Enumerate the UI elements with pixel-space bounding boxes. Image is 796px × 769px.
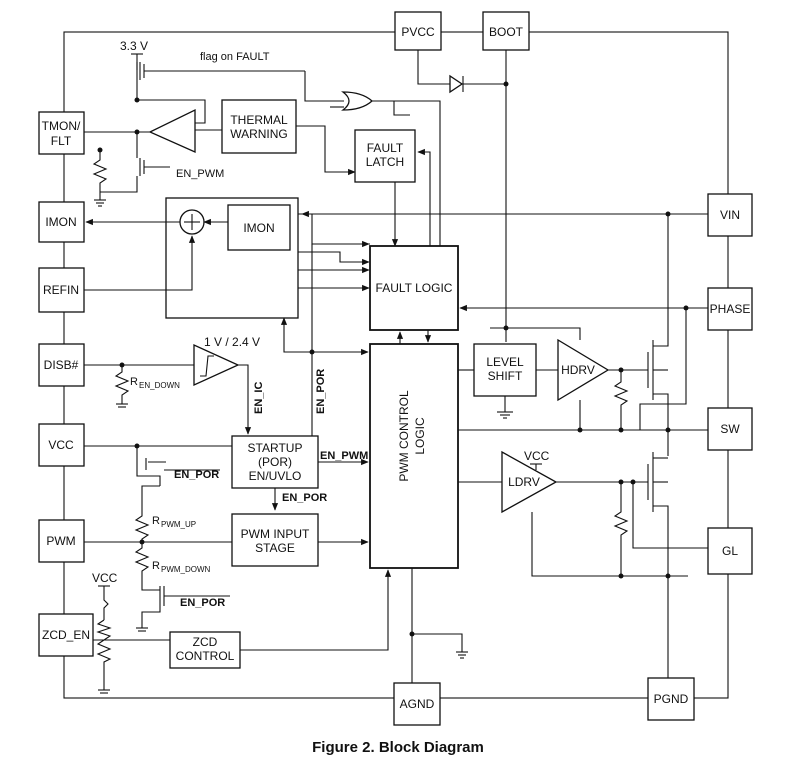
svg-text:EN_POR: EN_POR <box>174 469 219 481</box>
svg-text:ZCD: ZCD <box>193 635 218 649</box>
svg-text:BOOT: BOOT <box>489 25 524 39</box>
svg-text:R: R <box>130 376 138 388</box>
svg-text:EN_IC: EN_IC <box>253 382 265 414</box>
fault-latch-block: FAULT LATCH <box>354 129 431 247</box>
svg-text:HDRV: HDRV <box>561 363 595 377</box>
agnd-wiring <box>409 568 468 683</box>
svg-text:REFIN: REFIN <box>43 283 79 297</box>
svg-text:SW: SW <box>720 422 740 436</box>
pin-pvcc: PVCC <box>394 11 442 51</box>
svg-text:FAULT LOGIC: FAULT LOGIC <box>376 281 453 295</box>
svg-text:flag on FAULT: flag on FAULT <box>200 51 270 63</box>
disb-section: R EN_DOWN 1 V / 2.4 V EN_IC <box>84 335 265 435</box>
svg-text:ZCD_EN: ZCD_EN <box>42 628 90 642</box>
svg-text:VCC: VCC <box>48 438 74 452</box>
svg-text:VCC: VCC <box>524 449 550 463</box>
svg-text:EN_PWM: EN_PWM <box>320 450 368 462</box>
svg-text:R: R <box>152 515 160 527</box>
low-side-fet <box>647 452 669 678</box>
svg-text:1 V / 2.4 V: 1 V / 2.4 V <box>204 335 260 349</box>
svg-text:EN_POR: EN_POR <box>315 369 327 414</box>
svg-text:LEVEL: LEVEL <box>486 355 524 369</box>
svg-text:WARNING: WARNING <box>230 127 288 141</box>
pin-phase: PHASE <box>707 287 753 331</box>
svg-text:LOGIC: LOGIC <box>413 417 427 455</box>
pin-vcc: VCC <box>38 423 85 467</box>
pin-pwm: PWM <box>38 519 85 563</box>
or-gate <box>330 91 441 246</box>
svg-text:GL: GL <box>722 544 738 558</box>
thermal-warning-block: THERMAL WARNING <box>221 99 356 176</box>
svg-text:EN/UVLO: EN/UVLO <box>249 469 302 483</box>
pin-boot: BOOT <box>482 11 530 51</box>
figure-caption: Figure 2. Block Diagram <box>312 739 484 756</box>
hdrv-driver: HDRV <box>557 338 648 430</box>
pin-sw: SW <box>707 407 753 451</box>
svg-text:CONTROL: CONTROL <box>176 649 235 663</box>
svg-text:LATCH: LATCH <box>366 155 404 169</box>
svg-text:STARTUP: STARTUP <box>248 441 303 455</box>
ldrv-driver: VCC LDRV <box>458 449 708 579</box>
svg-text:FLT: FLT <box>51 134 72 148</box>
imon-region: IMON <box>84 197 299 319</box>
svg-text:STAGE: STAGE <box>255 541 295 555</box>
svg-text:AGND: AGND <box>400 697 435 711</box>
svg-text:PHASE: PHASE <box>710 302 751 316</box>
svg-text:TMON/: TMON/ <box>42 119 81 133</box>
svg-text:IMON: IMON <box>45 215 76 229</box>
pin-gl: GL <box>707 527 753 575</box>
svg-text:DISB#: DISB# <box>44 358 79 372</box>
top-wiring <box>417 50 581 342</box>
sw-node <box>458 308 708 456</box>
vin-rail <box>298 210 708 324</box>
svg-text:PWM: PWM <box>46 534 75 548</box>
zcd-section: VCC ZCD CONTROL <box>92 569 392 694</box>
high-side-fet <box>647 324 669 430</box>
svg-text:LDRV: LDRV <box>508 475 540 489</box>
svg-text:3.3 V: 3.3 V <box>120 39 148 53</box>
svg-text:VIN: VIN <box>720 208 740 222</box>
vcc-section: EN_POR R PWM_UP <box>84 443 232 542</box>
svg-text:VCC: VCC <box>92 571 118 585</box>
svg-text:PWM INPUT: PWM INPUT <box>241 527 310 541</box>
svg-text:PWM_UP: PWM_UP <box>161 520 196 529</box>
pin-refin: REFIN <box>38 267 85 313</box>
svg-text:EN_POR: EN_POR <box>180 597 225 609</box>
pin-imon: IMON <box>38 201 85 243</box>
fault-logic-inputs <box>298 214 370 292</box>
tmon-section: 3.3 V flag on FAULT EN_PWM <box>84 39 344 207</box>
fault-logic-block: FAULT LOGIC <box>369 245 708 344</box>
svg-text:R: R <box>152 560 160 572</box>
startup-block: STARTUP (POR) EN/UVLO EN_POR <box>231 435 327 511</box>
svg-text:EN_PWM: EN_PWM <box>176 168 224 180</box>
pwm-control-logic-block: PWM CONTROL LOGIC <box>369 343 459 569</box>
svg-text:PGND: PGND <box>654 692 689 706</box>
svg-text:PWM CONTROL: PWM CONTROL <box>397 390 411 482</box>
svg-text:EN_DOWN: EN_DOWN <box>139 381 180 390</box>
svg-text:SHIFT: SHIFT <box>488 369 523 383</box>
pwm-section: PWM INPUT STAGE R PWM_DOWN EN_POR <box>84 513 319 632</box>
svg-text:IMON: IMON <box>243 221 274 235</box>
pin-zcd-en: ZCD_EN <box>38 613 94 657</box>
svg-text:(POR): (POR) <box>258 455 292 469</box>
svg-text:THERMAL: THERMAL <box>230 113 288 127</box>
pin-agnd: AGND <box>393 682 441 726</box>
svg-text:FAULT: FAULT <box>367 141 404 155</box>
control-interconnect: EN_POR EN_PWM <box>280 244 369 546</box>
pin-disb: DISB# <box>38 343 85 387</box>
svg-text:PVCC: PVCC <box>401 25 435 39</box>
svg-text:EN_POR: EN_POR <box>282 492 327 504</box>
pin-pgnd: PGND <box>647 677 695 721</box>
pin-tmon-flt: TMON/ FLT <box>38 111 85 155</box>
svg-text:PWM_DOWN: PWM_DOWN <box>161 565 211 574</box>
pin-vin: VIN <box>707 193 753 237</box>
level-shift-block: LEVEL SHIFT <box>458 343 558 419</box>
